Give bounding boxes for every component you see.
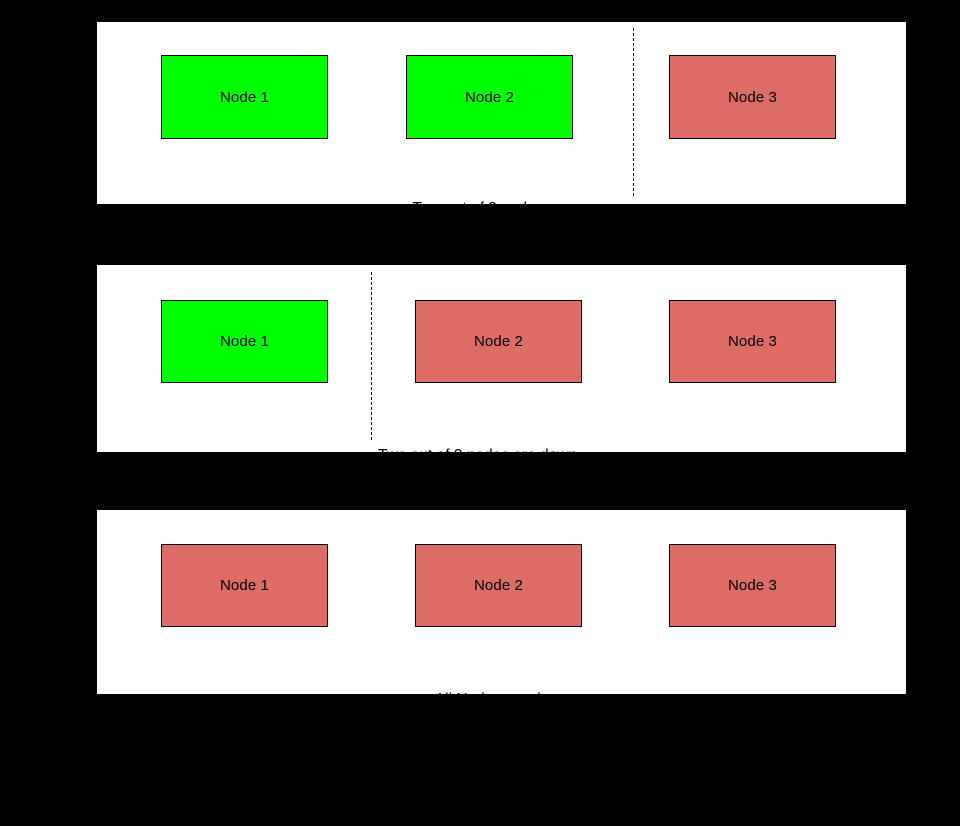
panel-scenario-two-down: Node 1 Node 2 Node 3 Two out of 3 nodes …: [97, 265, 906, 533]
node-box-label: Node 2: [465, 88, 514, 106]
node-box-3[interactable]: Node 3: [669, 55, 836, 139]
node-box-1[interactable]: Node 1: [161, 300, 328, 383]
node-box-label: Node 3: [728, 577, 777, 594]
node-box-label: Node 1: [220, 88, 269, 106]
node-box-2[interactable]: Node 2: [406, 55, 573, 139]
node-box-2[interactable]: Node 2: [415, 300, 582, 383]
panel-caption: All Nodes are down Majority Fails & Clus…: [302, 642, 702, 826]
caption-line-1: Two out of 3 nodes are down: [378, 447, 578, 464]
node-box-label: Node 2: [474, 333, 523, 350]
caption-line-1: Two out of 3 nodes are up: [412, 200, 592, 217]
node-box-1[interactable]: Node 1: [161, 544, 328, 627]
quorum-divider-line: [633, 28, 634, 196]
node-box-1[interactable]: Node 1: [161, 55, 328, 139]
node-box-label: Node 3: [728, 88, 777, 106]
diagram-canvas: Node 1 Node 2 Node 3 Two out of 3 nodes …: [97, 22, 906, 777]
node-box-label: Node 1: [220, 577, 269, 594]
caption-line-1: All Nodes are down: [434, 691, 570, 708]
panel-scenario-all-down: Node 1 Node 2 Node 3 All Nodes are down …: [97, 510, 906, 777]
node-box-3[interactable]: Node 3: [669, 544, 836, 627]
node-box-label: Node 3: [728, 333, 777, 350]
node-box-label: Node 1: [220, 333, 269, 350]
caption-line-2: Majority Fails & Cluster Stops: [400, 760, 604, 777]
panel-scenario-two-up: Node 1 Node 2 Node 3 Two out of 3 nodes …: [97, 22, 906, 286]
node-box-2[interactable]: Node 2: [415, 544, 582, 627]
node-box-label: Node 2: [474, 577, 523, 594]
node-box-3[interactable]: Node 3: [669, 300, 836, 383]
quorum-divider-line: [371, 272, 372, 440]
